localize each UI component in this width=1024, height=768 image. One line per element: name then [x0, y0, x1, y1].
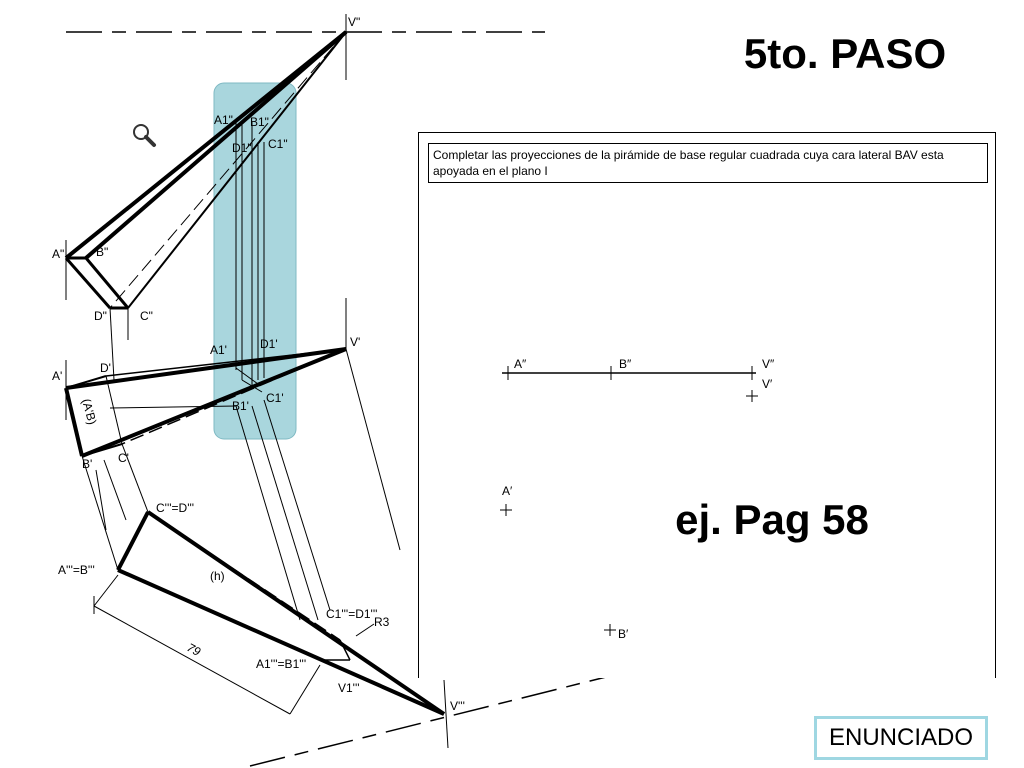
label-c1-front: C1"	[268, 137, 288, 151]
magnifier-icon[interactable]	[128, 120, 160, 152]
label-c1-top: C1'	[266, 391, 284, 405]
exercise-panel	[418, 132, 996, 678]
label-v1-aux: V1'''	[338, 681, 360, 695]
label-r3: R3	[374, 615, 390, 629]
label-a1b1-aux: A1'''=B1'''	[256, 657, 306, 671]
label-dimension: 79	[185, 640, 204, 659]
label-b1-front: B1"	[250, 115, 269, 129]
label-c1d1-aux: C1'''=D1'''	[326, 607, 377, 621]
label-d-top: D'	[100, 361, 111, 375]
label-c-front: C"	[140, 309, 153, 323]
label-d1-front: D1"	[232, 141, 252, 155]
exercise-statement: Completar las proyecciones de la pirámid…	[428, 143, 988, 183]
label-d1-top: D1'	[260, 337, 278, 351]
label-b-top: B'	[82, 457, 92, 471]
label-v-top-view: V'	[350, 335, 360, 349]
enunciado-button[interactable]: ENUNCIADO	[814, 716, 988, 760]
label-d-front: D"	[94, 309, 107, 323]
label-cd-aux: C'''=D'''	[156, 501, 194, 515]
label-a-top: A'	[52, 369, 62, 383]
label-a1-front: A1"	[214, 113, 233, 127]
label-ab-aux: A'''=B'''	[58, 563, 95, 577]
slide-title: 5to. PASO	[743, 30, 947, 77]
label-ab-distance: (A'B)	[79, 397, 99, 426]
label-a-front: A"	[52, 247, 64, 261]
label-c-top: C'	[118, 451, 129, 465]
label-a1-top: A1'	[210, 343, 227, 357]
label-v-aux: V'''	[450, 699, 465, 713]
label-b-front: B"	[96, 245, 108, 259]
label-v-top: V"	[348, 15, 360, 29]
label-b1-top: B1'	[232, 399, 249, 413]
label-height: (h)	[210, 569, 225, 583]
page-reference: ej. Pag 58	[675, 496, 869, 543]
